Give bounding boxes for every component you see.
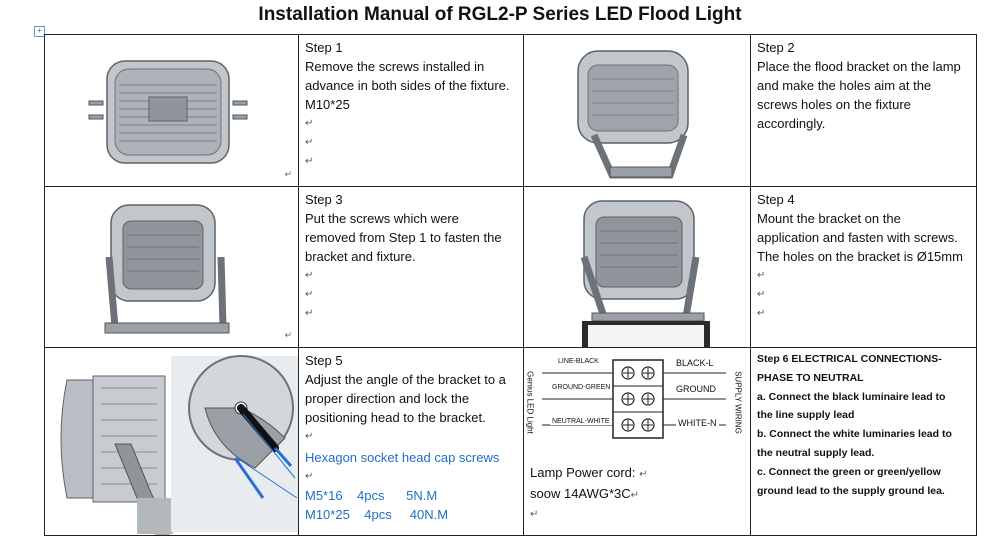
document-title: Installation Manual of RGL2-P Series LED… bbox=[258, 4, 742, 25]
step2-line: screws holes on the fixture bbox=[757, 97, 911, 112]
wire-left-line: LINE-BLACK bbox=[556, 358, 601, 365]
screw-spec-title: Hexagon socket head cap screws bbox=[305, 450, 500, 465]
table-move-handle-icon[interactable]: + bbox=[34, 26, 45, 37]
step1-image-cell: ↵ bbox=[44, 34, 299, 187]
step3-line: Put the screws which were bbox=[305, 211, 459, 226]
paragraph-mark-icon: ↵ bbox=[757, 289, 766, 300]
step1-line: M10*25 bbox=[305, 97, 350, 112]
power-cord-value: soow 14AWG*3C bbox=[530, 486, 631, 501]
paragraph-mark-icon: ↵ bbox=[305, 431, 314, 442]
step6-line: ground lead to the supply ground lea. bbox=[757, 484, 945, 497]
paragraph-mark-icon: ↵ bbox=[757, 308, 766, 319]
step1-line: advance in both sides of the fixture. bbox=[305, 78, 510, 93]
step6-line: the neutral supply lead. bbox=[757, 446, 875, 459]
wiring-diagram-cell: Genius LED Light SUPPLY WIRING bbox=[523, 347, 751, 536]
screw-spec-m5: M5*16 4pcs 5N.M bbox=[305, 488, 438, 503]
step3-image-cell: ↵ bbox=[44, 186, 299, 348]
wire-left-ground: GROUND-GREEN bbox=[550, 384, 613, 391]
wire-left-neutral: NEUTRAL-WHITE bbox=[550, 418, 612, 425]
step3-line: bracket and fixture. bbox=[305, 249, 416, 264]
paragraph-mark-icon: ↵ bbox=[305, 270, 314, 281]
step2-line: Place the flood bracket on the lamp bbox=[757, 59, 961, 74]
step1-line: Remove the screws installed in bbox=[305, 59, 485, 74]
step2-text-cell: Step 2 Place the flood bracket on the la… bbox=[750, 34, 977, 187]
step6-line: a. Connect the black luminaire lead to bbox=[757, 390, 946, 403]
step6-line: c. Connect the green or green/yellow bbox=[757, 465, 941, 478]
step5-line: positioning head to the bracket. bbox=[305, 410, 486, 425]
step4-image-cell bbox=[523, 186, 751, 348]
step5-line: Adjust the angle of the bracket to a bbox=[305, 372, 506, 387]
step5-line: proper direction and lock the bbox=[305, 391, 470, 406]
step5-image-cell bbox=[44, 347, 299, 536]
step2-heading: Step 2 bbox=[757, 40, 795, 55]
step5-heading: Step 5 bbox=[305, 353, 343, 368]
paragraph-mark-icon: ↵ bbox=[530, 509, 539, 520]
step4-line: The holes on the bracket is Ø15mm bbox=[757, 249, 963, 264]
step2-line: accordingly. bbox=[757, 116, 826, 131]
step6-line: PHASE TO NEUTRAL bbox=[757, 371, 864, 384]
step6-heading: Step 6 ELECTRICAL CONNECTIONS- bbox=[757, 353, 942, 365]
wire-right-neutral: WHITE-N bbox=[676, 418, 719, 428]
fixture-fastened-image bbox=[104, 204, 230, 334]
step6-line: the line supply lead bbox=[757, 409, 855, 422]
step4-line: application and fasten with screws. bbox=[757, 230, 958, 245]
bracket-detail-image bbox=[60, 355, 298, 535]
paragraph-mark-icon: ↵ bbox=[305, 289, 314, 300]
step2-line: and make the holes aim at the bbox=[757, 78, 932, 93]
wire-right-line: BLACK-L bbox=[674, 358, 716, 368]
screw-spec-m10: M10*25 4pcs 40N.M bbox=[305, 507, 449, 522]
paragraph-mark-icon: ↵ bbox=[305, 308, 314, 319]
step4-text-cell: Step 4 Mount the bracket on the applicat… bbox=[750, 186, 977, 348]
paragraph-mark-icon: ↵ bbox=[305, 118, 314, 129]
fixture-mounted-image bbox=[580, 200, 710, 347]
paragraph-mark-icon: ↵ bbox=[630, 490, 640, 501]
paragraph-mark-icon: ↵ bbox=[305, 137, 314, 148]
fixture-back-view-image bbox=[88, 60, 248, 164]
step4-line: Mount the bracket on the bbox=[757, 211, 901, 226]
step6-line: b. Connect the white luminaries lead to bbox=[757, 428, 952, 441]
step2-image-cell bbox=[523, 34, 751, 187]
fixture-with-bracket-image bbox=[577, 50, 689, 179]
terminal-block-diagram bbox=[542, 359, 726, 439]
paragraph-mark-icon: ↵ bbox=[284, 330, 292, 340]
step3-line: removed from Step 1 to fasten the bbox=[305, 230, 502, 245]
instruction-table: ↵ Step 1 Remove the screws installed in … bbox=[44, 34, 977, 536]
step4-heading: Step 4 bbox=[757, 192, 795, 207]
paragraph-mark-icon: ↵ bbox=[757, 270, 766, 281]
paragraph-mark-icon: ↵ bbox=[305, 471, 314, 482]
paragraph-mark-icon: ↵ bbox=[639, 469, 648, 480]
step3-heading: Step 3 bbox=[305, 192, 343, 207]
step1-heading: Step 1 bbox=[305, 40, 343, 55]
step1-text-cell: Step 1 Remove the screws installed in ad… bbox=[298, 34, 524, 187]
paragraph-mark-icon: ↵ bbox=[305, 156, 314, 167]
step6-text-cell: Step 6 ELECTRICAL CONNECTIONS- PHASE TO … bbox=[750, 347, 977, 536]
step3-text-cell: Step 3 Put the screws which were removed… bbox=[298, 186, 524, 348]
wire-right-ground: GROUND bbox=[674, 384, 718, 394]
step5-text-cell: Step 5 Adjust the angle of the bracket t… bbox=[298, 347, 524, 536]
paragraph-mark-icon: ↵ bbox=[284, 169, 292, 179]
power-cord-label: Lamp Power cord: bbox=[530, 465, 636, 480]
